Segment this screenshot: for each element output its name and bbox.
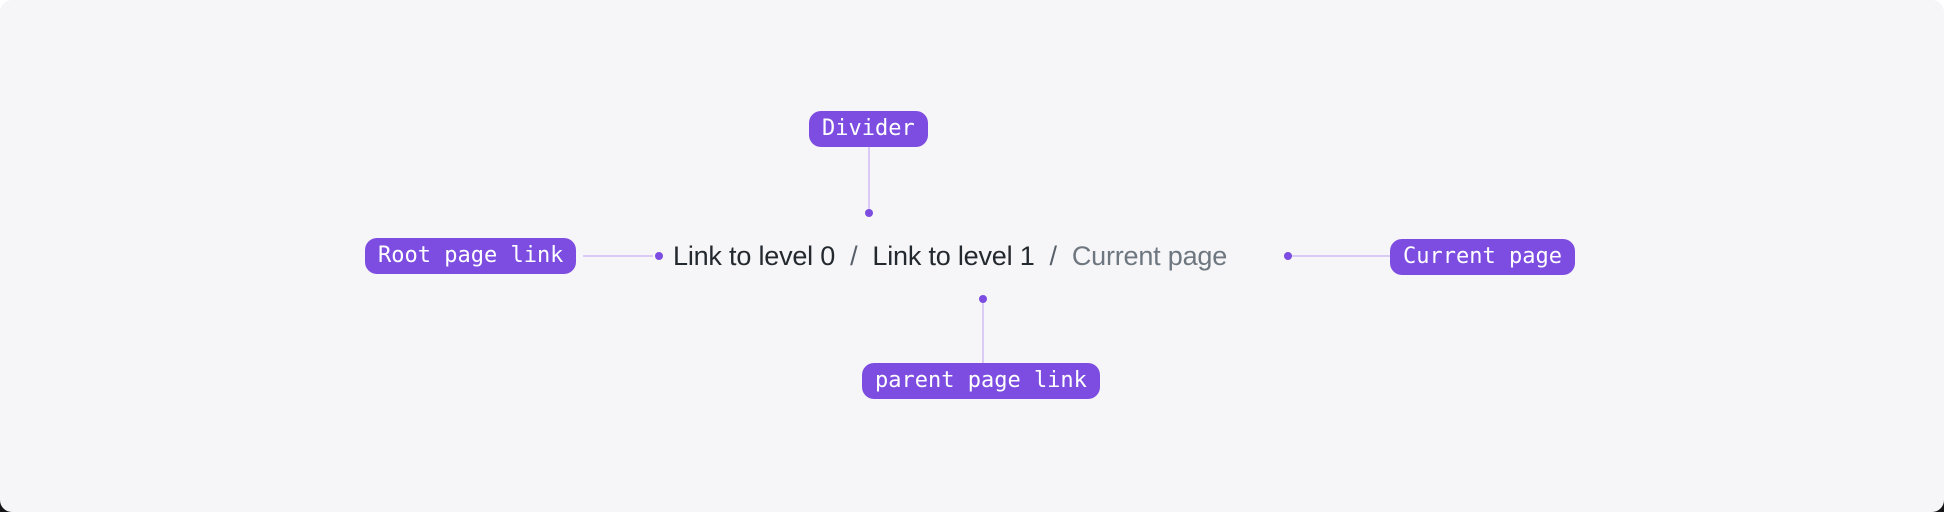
- connector-dot: [1284, 252, 1292, 260]
- annotation-label-parent-page-link: parent page link: [862, 363, 1100, 399]
- breadcrumb-divider: /: [850, 240, 858, 271]
- annotation-label-root-page-link: Root page link: [365, 238, 577, 274]
- annotation-label-divider: Divider: [809, 111, 928, 147]
- breadcrumb-link-level-0[interactable]: Link to level 0: [673, 240, 836, 271]
- breadcrumb: Link to level 0 / Link to level 1 / Curr…: [673, 238, 1227, 274]
- connector-line: [1292, 255, 1390, 257]
- annotation-label-current-page: Current page: [1390, 239, 1575, 275]
- connector-line: [583, 255, 653, 257]
- breadcrumb-link-level-1[interactable]: Link to level 1: [872, 240, 1035, 271]
- breadcrumb-divider: /: [1049, 240, 1058, 271]
- connector-dot: [979, 295, 987, 303]
- connector-dot: [655, 252, 663, 260]
- breadcrumb-current-page: Current page: [1071, 240, 1228, 271]
- connector-line: [868, 147, 870, 209]
- connector-dot: [865, 209, 873, 217]
- connector-line: [982, 303, 984, 363]
